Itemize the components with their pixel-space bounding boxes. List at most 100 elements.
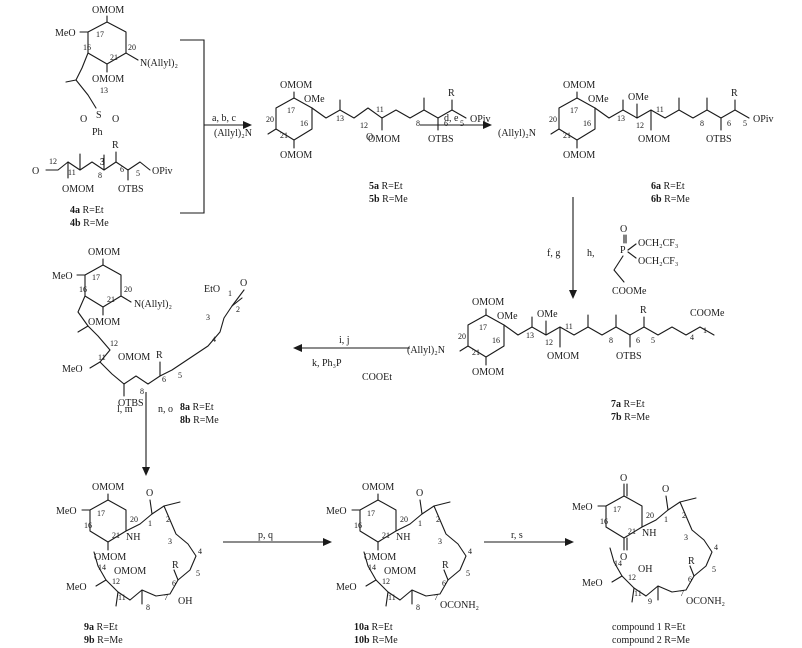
svg-text:20: 20: [646, 511, 654, 520]
svg-text:16: 16: [354, 521, 362, 530]
arrow-head-8: [293, 344, 302, 352]
svg-text:14: 14: [368, 563, 376, 572]
svg-text:20: 20: [124, 285, 132, 294]
compound-5-label-a: 5a R=Et: [369, 181, 403, 192]
reaction-conditions: a, b, c d, e f, g h, i, j k, Ph₃P COOEt …: [117, 113, 595, 541]
svg-text:4: 4: [714, 543, 718, 552]
svg-text:OMOM: OMOM: [280, 80, 312, 91]
svg-text:21: 21: [280, 131, 288, 140]
grp-o: O: [80, 114, 87, 125]
svg-text:R: R: [731, 88, 738, 99]
compound-4-label-a: 4a R=Et: [70, 205, 104, 216]
svg-text:5: 5: [712, 565, 716, 574]
svg-text:17: 17: [479, 323, 487, 332]
compound-7-structure: OMOM OMe (Allyl)₂N OMOM OMe OMOM R OTBS …: [407, 297, 725, 423]
svg-text:11: 11: [634, 589, 642, 598]
svg-text:2: 2: [682, 511, 686, 520]
svg-text:6: 6: [162, 375, 166, 384]
svg-text:O: O: [366, 132, 373, 143]
svg-text:OMOM: OMOM: [364, 552, 396, 563]
svg-text:14: 14: [98, 563, 106, 572]
svg-text:COOMe: COOMe: [690, 308, 725, 319]
svg-text:8: 8: [416, 119, 420, 128]
svg-text:8: 8: [98, 171, 102, 180]
cond-k-ester: COOEt: [362, 372, 392, 383]
svg-text:OCH₂CF₃: OCH₂CF₃: [638, 256, 678, 267]
svg-text:13: 13: [336, 114, 344, 123]
svg-text:20: 20: [400, 515, 408, 524]
compound-10-structure: OMOM MeO O NH OMOM MeO OMOM R OCONH₂ 17 …: [326, 482, 479, 646]
compound-10-label-b: 10b R=Me: [354, 635, 398, 646]
compound-3-label: 3: [100, 157, 105, 168]
grp-opiv: OPiv: [152, 166, 173, 177]
svg-text:OMOM: OMOM: [384, 566, 416, 577]
cond-fg: f, g: [547, 248, 560, 259]
compound-7-label-a: 7a R=Et: [611, 399, 645, 410]
svg-text:R: R: [448, 88, 455, 99]
svg-text:OH: OH: [638, 564, 652, 575]
compound-9-label-b: 9b R=Me: [84, 635, 123, 646]
svg-text:O: O: [662, 484, 669, 495]
svg-text:OMOM: OMOM: [92, 482, 124, 493]
svg-text:5: 5: [136, 169, 140, 178]
svg-text:OMOM: OMOM: [362, 482, 394, 493]
svg-text:3: 3: [206, 313, 210, 322]
svg-text:OTBS: OTBS: [118, 398, 144, 409]
compound-6-label-a: 6a R=Et: [651, 181, 685, 192]
svg-text:17: 17: [96, 30, 104, 39]
svg-text:1: 1: [418, 519, 422, 528]
compound-final-structure: O O MeO O NH MeO OH R OCONH₂ 17 16 20 21…: [572, 473, 725, 646]
svg-text:OMe: OMe: [588, 94, 609, 105]
svg-text:OMOM: OMOM: [118, 352, 150, 363]
svg-text:OMOM: OMOM: [563, 80, 595, 91]
grp-s: S: [96, 110, 102, 121]
compound-8-structure: OMOM MeO N(Allyl)₂ OMOM MeO OMOM R OTBS …: [52, 247, 247, 426]
grp-omom: OMOM: [92, 5, 124, 16]
compound-5-structure: OMOM OMe (Allyl)₂N OMOM O OMOM R OTBS OP…: [214, 80, 491, 205]
grp-ph: Ph: [92, 127, 103, 138]
svg-text:N(Allyl)₂: N(Allyl)₂: [134, 299, 172, 310]
cond-k: k, Ph₃P: [312, 358, 342, 369]
svg-text:OMOM: OMOM: [114, 566, 146, 577]
svg-text:16: 16: [79, 285, 87, 294]
compound-9-structure: OMOM MeO O NH OMOM MeO OMOM R OH 17 16 2…: [56, 482, 202, 646]
svg-text:20: 20: [549, 115, 557, 124]
svg-text:20: 20: [128, 43, 136, 52]
svg-text:5: 5: [743, 119, 747, 128]
svg-text:O: O: [416, 488, 423, 499]
svg-text:6: 6: [172, 579, 176, 588]
svg-text:16: 16: [84, 521, 92, 530]
svg-text:12: 12: [636, 121, 644, 130]
svg-text:17: 17: [367, 509, 375, 518]
svg-text:3: 3: [438, 537, 442, 546]
svg-text:MeO: MeO: [336, 582, 357, 593]
svg-text:11: 11: [376, 105, 384, 114]
grp-o: O: [32, 166, 39, 177]
svg-text:17: 17: [92, 273, 100, 282]
svg-text:17: 17: [613, 505, 621, 514]
svg-text:(Allyl)₂N: (Allyl)₂N: [498, 128, 536, 139]
svg-text:11: 11: [98, 353, 106, 362]
arrow-head-10: [323, 538, 332, 546]
svg-text:2: 2: [236, 305, 240, 314]
final-label-2: compound 2 R=Me: [612, 635, 690, 646]
svg-text:21: 21: [382, 531, 390, 540]
svg-text:OTBS: OTBS: [428, 134, 454, 145]
ring-3: [87, 21, 127, 65]
reaction-arrows: [142, 39, 577, 546]
svg-text:17: 17: [570, 106, 578, 115]
svg-text:4: 4: [468, 547, 472, 556]
svg-text:OMOM: OMOM: [472, 297, 504, 308]
svg-text:COOMe: COOMe: [612, 286, 647, 297]
svg-text:8: 8: [700, 119, 704, 128]
svg-text:21: 21: [563, 131, 571, 140]
svg-text:MeO: MeO: [572, 502, 593, 513]
svg-text:MeO: MeO: [56, 506, 77, 517]
svg-text:3: 3: [684, 533, 688, 542]
svg-text:5: 5: [651, 336, 655, 345]
svg-text:11: 11: [388, 593, 396, 602]
final-label-1: compound 1 R=Et: [612, 622, 686, 633]
svg-text:12: 12: [49, 157, 57, 166]
svg-text:11: 11: [565, 322, 573, 331]
grp-o: O: [112, 114, 119, 125]
